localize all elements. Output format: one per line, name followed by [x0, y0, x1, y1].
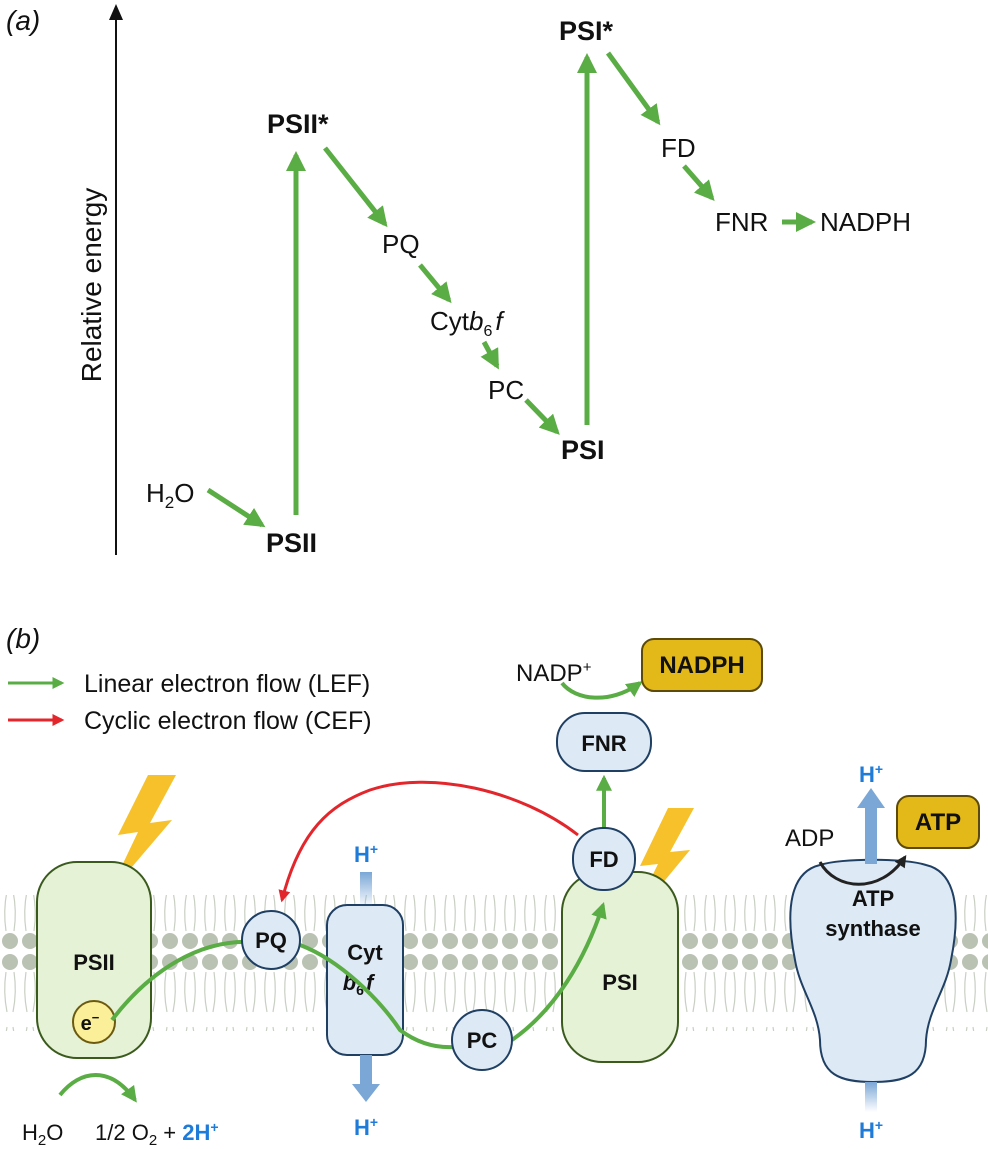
- proton-flow-atp-top: [865, 806, 877, 864]
- proton-label-atp-top: H+: [859, 761, 883, 787]
- water-label: H2O: [22, 1120, 63, 1149]
- panel-a: (a) Relative energy H2O PSII PSII* PQ Cy…: [6, 4, 911, 558]
- electron-label: e−: [81, 1010, 100, 1035]
- fnr-label: FNR: [581, 731, 626, 756]
- panel-b: (b) Linear electron flow (LEF) Cyclic el…: [0, 623, 988, 1149]
- panel-a-label: (a): [6, 5, 40, 36]
- proton-label-atp-bottom: H+: [859, 1117, 883, 1143]
- nadp-label: NADP+: [516, 659, 592, 687]
- arrow-psi-fd: [605, 51, 661, 126]
- node-psi: PSI: [561, 435, 605, 465]
- fd-label: FD: [589, 847, 618, 872]
- arrow-pq-cyt: [418, 263, 452, 304]
- lef-pc-to-fd: [510, 901, 607, 1042]
- arrow-h2o-psii: [206, 487, 266, 528]
- nadph-product: [641, 638, 763, 692]
- atp-synthase-complex: [789, 858, 957, 1084]
- arrow-psii-pq: [323, 146, 388, 228]
- node-fnr: FNR: [715, 207, 768, 237]
- cytb6f-label-top: Cyt: [347, 940, 383, 965]
- pc-label: PC: [467, 1028, 498, 1053]
- psi-complex: [561, 871, 679, 1063]
- node-pq: PQ: [382, 229, 420, 259]
- proton-flow-atp-bottom: [865, 1082, 877, 1112]
- water-splitting-arrow: [58, 1073, 137, 1103]
- atp-synthase-label-top: ATP: [852, 886, 894, 911]
- pc-carrier: [451, 1009, 513, 1071]
- adp-label: ADP: [785, 825, 834, 852]
- proton-flow-cyt-top: [360, 872, 372, 908]
- lef-psii-to-pq: [110, 939, 251, 1022]
- atp-label: ATP: [915, 809, 961, 836]
- node-fd: FD: [661, 133, 696, 163]
- psii-label: PSII: [73, 950, 115, 975]
- lef-nadp-to-nadph: [560, 681, 643, 700]
- psi-label: PSI: [602, 970, 637, 995]
- legend: Linear electron flow (LEF) Cyclic electr…: [8, 670, 372, 735]
- node-pc: PC: [488, 375, 524, 405]
- node-h2o: H2O: [146, 478, 194, 512]
- pq-carrier: [241, 910, 301, 970]
- node-psii: PSII: [266, 528, 317, 558]
- electron-icon: [72, 1000, 116, 1044]
- pq-label: PQ: [255, 928, 287, 953]
- energy-axis-arrowhead: [109, 4, 123, 20]
- node-nadph: NADPH: [820, 207, 911, 237]
- oxygen-protons-label: 1/2 O2 + 2H+: [95, 1119, 219, 1149]
- energy-arrows: [206, 51, 816, 528]
- panel-b-label: (b): [6, 623, 40, 654]
- fd-carrier: [572, 827, 636, 891]
- arrow-cyt-pc: [480, 340, 500, 370]
- node-psi-excited: PSI*: [559, 16, 614, 46]
- proton-arrowhead-atp: [857, 788, 885, 808]
- cef-fd-to-pq: [278, 780, 579, 903]
- proton-label-cyt-top: H+: [354, 841, 378, 867]
- atp-product: [896, 795, 980, 849]
- proton-label-cyt-bottom: H+: [354, 1114, 378, 1140]
- proton-arrowhead-cyt: [352, 1084, 380, 1102]
- legend-lef-label: Linear electron flow (LEF): [84, 670, 370, 698]
- arrow-pc-psi: [524, 398, 560, 435]
- arrow-fd-fnr: [682, 164, 715, 202]
- energy-axis-label: Relative energy: [76, 188, 107, 383]
- atp-synthase-label-bottom: synthase: [825, 916, 920, 941]
- adp-to-atp-arrow: [818, 854, 907, 886]
- node-psii-excited: PSII*: [267, 109, 329, 139]
- proton-flow-cyt-bottom: [360, 1055, 372, 1085]
- lef-pq-through-cyt: [299, 943, 456, 1050]
- nadph-label: NADPH: [659, 652, 744, 679]
- fnr-complex: [556, 712, 652, 772]
- legend-cef-label: Cyclic electron flow (CEF): [84, 707, 372, 735]
